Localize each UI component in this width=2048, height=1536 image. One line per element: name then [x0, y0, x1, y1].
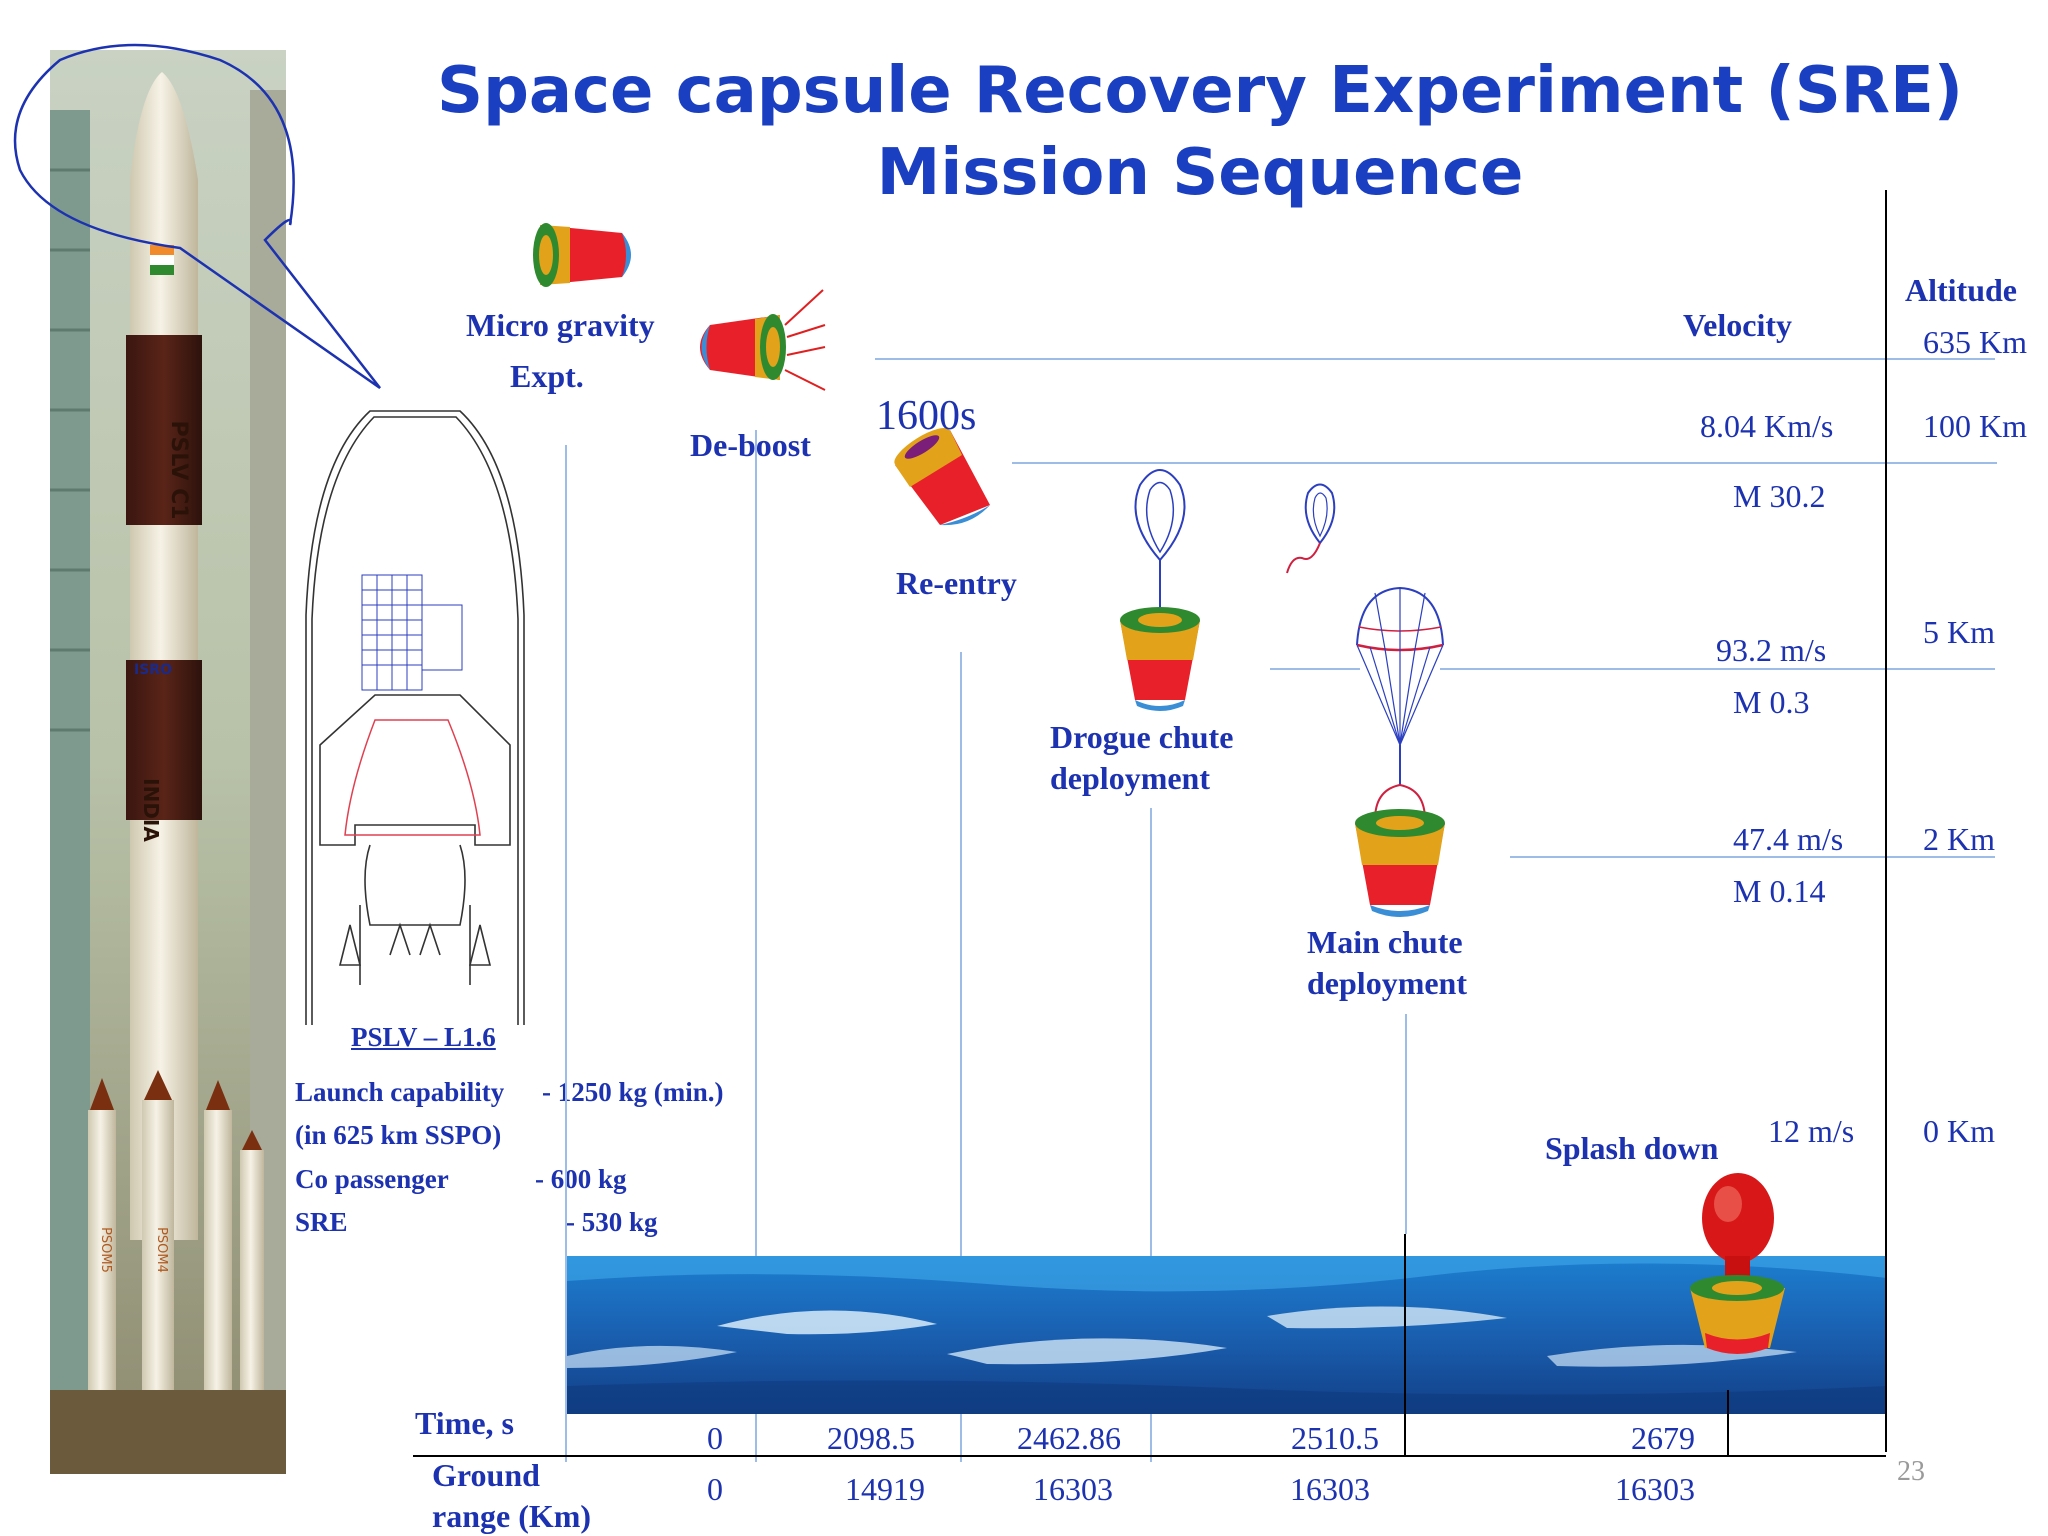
altitude-header: Altitude	[1905, 272, 2017, 308]
co-passenger-label: Co passenger	[295, 1164, 449, 1194]
range-value: 0	[707, 1471, 723, 1507]
range-axis-label-line1: Ground	[432, 1457, 540, 1493]
capsule-drogue-icon	[1120, 469, 1200, 711]
altitude-line-100	[1012, 462, 1997, 464]
fairing-label: PSLV – L1.6	[351, 1022, 496, 1052]
velocity-value-2: 93.2 m/s	[1716, 632, 1827, 668]
capsule-main-chute-icon	[1355, 586, 1445, 917]
altitude-value-1: 100 Km	[1923, 408, 2027, 444]
time-axis	[413, 1455, 1886, 1457]
label-micro-gravity-line2: Expt.	[510, 358, 584, 394]
booster-left-text: PSOM5	[98, 1227, 113, 1273]
velocity-header: Velocity	[1683, 307, 1793, 343]
altitude-value-0: 635 Km	[1923, 324, 2027, 360]
rocket-isro-text: ISRO	[134, 662, 172, 678]
altitude-axis	[1885, 190, 1887, 1452]
pslv-rocket-photo: PSLV C1 INDIA ISRO PSOM5 PSOM4	[50, 50, 286, 1474]
range-value: 16303	[1033, 1471, 1113, 1507]
label-1600s: 1600s	[876, 393, 977, 439]
range-axis-label-line2: range (Km)	[432, 1498, 592, 1534]
label-splash-down: Splash down	[1545, 1130, 1719, 1166]
time-value: 0	[707, 1420, 723, 1456]
range-value: 16303	[1615, 1471, 1695, 1507]
launch-capability-value: - 1250 kg (min.)	[542, 1077, 724, 1107]
altitude-value-3: 2 Km	[1923, 821, 1995, 857]
capsule-de-boost-icon	[700, 289, 826, 391]
detached-drogue-icon	[1286, 483, 1336, 574]
page-number: 23	[1897, 1456, 1925, 1487]
capsule-micro-gravity-icon	[533, 223, 631, 287]
mach-value-2: M 0.3	[1733, 684, 1810, 720]
phase-line-de-boost	[755, 430, 757, 1462]
label-main-chute-line2: deployment	[1307, 965, 1467, 1001]
label-de-boost: De-boost	[690, 427, 811, 463]
phase-line-micro-gravity	[565, 445, 567, 1462]
sre-label: SRE	[295, 1207, 348, 1237]
range-value: 16303	[1290, 1471, 1370, 1507]
rocket-body-text: PSLV C1	[166, 420, 191, 519]
page-subtitle: Mission Sequence	[876, 136, 1524, 210]
time-value: 2098.5	[827, 1420, 915, 1456]
label-drogue-line2: deployment	[1050, 760, 1210, 796]
orbit-note: (in 625 km SSPO)	[295, 1120, 502, 1150]
time-value: 2510.5	[1291, 1420, 1379, 1456]
main-chute-marker	[1404, 1234, 1406, 1456]
sre-value: - 530 kg	[566, 1207, 658, 1237]
time-value: 2462.86	[1017, 1420, 1121, 1456]
phase-line-main-chute	[1405, 1014, 1407, 1234]
altitude-line-2	[1510, 856, 1995, 858]
page-title: Space capsule Recovery Experiment (SRE)	[436, 54, 1964, 128]
mach-value-3: M 0.14	[1733, 873, 1826, 909]
phase-line-re-entry	[960, 652, 962, 1462]
splash-marker	[1727, 1390, 1729, 1456]
phase-line-drogue	[1150, 808, 1152, 1462]
capsule-splash-icon	[1690, 1173, 1785, 1354]
velocity-value-3: 47.4 m/s	[1733, 821, 1844, 857]
sea-surface-image	[567, 1256, 1887, 1414]
altitude-line-635	[875, 358, 1995, 360]
altitude-line-5-right	[1440, 668, 1995, 670]
capsule-re-entry-icon	[894, 428, 990, 526]
label-micro-gravity-line1: Micro gravity	[466, 307, 655, 343]
altitude-line-5-left	[1270, 668, 1360, 670]
velocity-value-1: 8.04 Km/s	[1700, 408, 1834, 444]
launch-capability-label: Launch capability	[295, 1077, 505, 1107]
rocket-india-text: INDIA	[139, 778, 163, 842]
label-drogue-line1: Drogue chute	[1050, 719, 1234, 755]
altitude-value-4: 0 Km	[1923, 1113, 1995, 1149]
range-value: 14919	[845, 1471, 925, 1507]
altitude-value-2: 5 Km	[1923, 614, 1995, 650]
label-re-entry: Re-entry	[896, 565, 1017, 601]
fairing-diagram	[305, 410, 525, 1025]
callout-bubble	[13, 43, 381, 390]
label-main-chute-line1: Main chute	[1307, 924, 1463, 960]
co-passenger-value: - 600 kg	[535, 1164, 627, 1194]
time-axis-label: Time, s	[415, 1405, 514, 1441]
time-value: 2679	[1631, 1420, 1695, 1456]
velocity-value-4: 12 m/s	[1768, 1113, 1855, 1149]
mach-value-1: M 30.2	[1733, 478, 1826, 514]
booster-right-text: PSOM4	[154, 1227, 169, 1273]
